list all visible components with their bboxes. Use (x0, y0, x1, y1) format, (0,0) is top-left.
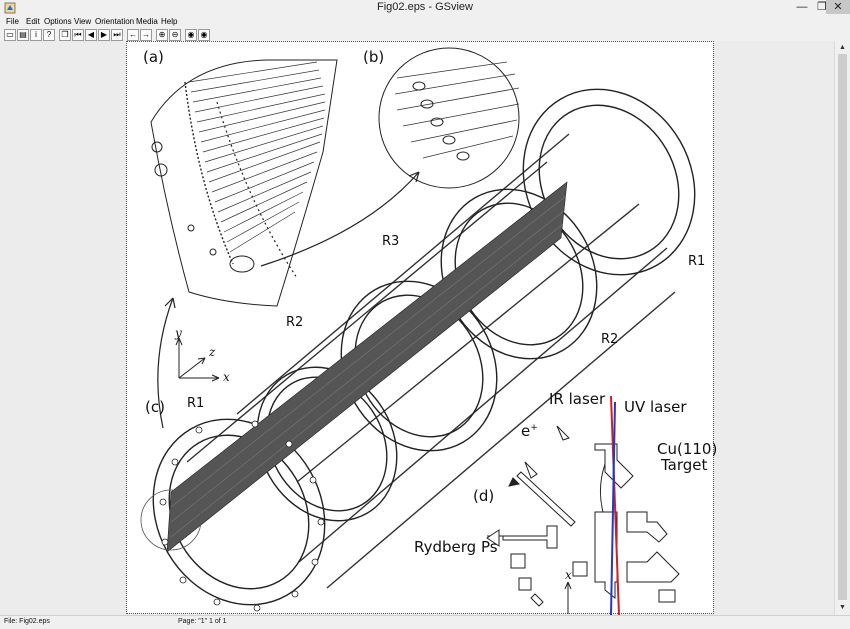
document-viewport[interactable]: (a) (b) (c) (d) R1 R2 R3 R2 R1 y z x IR … (0, 41, 834, 615)
panel-b-label: (b) (363, 48, 385, 66)
zoom-out-icon[interactable]: ⊖ (169, 29, 181, 41)
axis-y-label: y (175, 326, 182, 340)
toolbar: ▭ ▤ i ? ❐ ⏮ ◀ ▶ ⏭ ← → ⊕ ⊖ ◉ ◉ (0, 28, 850, 41)
prev-page-icon[interactable]: ◀ (85, 29, 97, 41)
positron-label: e+ (521, 422, 538, 440)
print-icon[interactable]: ▤ (17, 29, 29, 41)
panel-a-label: (a) (143, 48, 164, 66)
target-label-line1: Cu(110) (657, 440, 718, 458)
menu-help[interactable]: Help (161, 17, 178, 26)
full-screen-icon[interactable]: ◉ (198, 29, 210, 41)
document-page: (a) (b) (c) (d) R1 R2 R3 R2 R1 y z x IR … (126, 41, 718, 615)
ir-laser-label: IR laser (549, 390, 606, 408)
ring-label-r1-right: R1 (688, 254, 706, 269)
menu-orientation[interactable]: Orientation (95, 17, 135, 26)
last-page-icon[interactable]: ⏭ (111, 29, 123, 41)
vertical-scrollbar[interactable]: ▲ ▼ (834, 41, 850, 615)
help-icon[interactable]: ? (43, 29, 55, 41)
zoom-in-icon[interactable]: ⊕ (156, 29, 168, 41)
scroll-down-icon[interactable]: ▼ (839, 604, 846, 611)
forward-icon[interactable]: → (140, 29, 152, 41)
scroll-up-icon[interactable]: ▲ (839, 44, 846, 51)
uv-laser-label: UV laser (624, 398, 687, 416)
panel-c-label: (c) (145, 398, 165, 416)
window-title: Fig02.eps - GSview (377, 1, 473, 13)
panel-d-label: (d) (473, 487, 495, 505)
gsview-app-icon[interactable] (4, 2, 16, 14)
ring-label-r1-left: R1 (187, 396, 205, 411)
menu-view[interactable]: View (74, 17, 92, 26)
scroll-thumb[interactable] (838, 54, 847, 600)
ring-label-r3: R3 (382, 234, 400, 249)
figure-drawing (140, 47, 696, 615)
rydberg-ps-label: Rydberg Ps (414, 538, 498, 556)
menu-file[interactable]: File (6, 17, 19, 26)
close-button[interactable]: ✕ (826, 0, 850, 14)
status-page: Page: "1" 1 of 1 (178, 618, 227, 625)
back-icon[interactable]: ← (127, 29, 139, 41)
minimize-button[interactable]: — (796, 1, 808, 13)
menu-options[interactable]: Options (44, 17, 72, 26)
chamber-x-axis-label: x (565, 568, 572, 582)
title-bar: Fig02.eps - GSview — ❐ ✕ (0, 0, 850, 16)
next-page-icon[interactable]: ▶ (98, 29, 110, 41)
menu-edit[interactable]: Edit (26, 17, 40, 26)
menu-bar: File Edit Options View Orientation Media… (0, 16, 850, 28)
axis-x-label: x (223, 370, 230, 384)
first-page-icon[interactable]: ⏮ (72, 29, 84, 41)
copy-icon[interactable]: ❐ (59, 29, 71, 41)
open-icon[interactable]: ▭ (4, 29, 16, 41)
ring-label-r2-left: R2 (286, 315, 304, 330)
info-icon[interactable]: i (30, 29, 42, 41)
ir-laser-beam (610, 395, 620, 615)
target-label-line2: Target (661, 456, 708, 474)
maximize-button[interactable]: ❐ (817, 1, 827, 13)
ring-label-r2-right: R2 (601, 332, 619, 347)
status-bar: File: Fig02.eps Page: "1" 1 of 1 (0, 615, 850, 629)
status-file: File: Fig02.eps (4, 618, 50, 625)
uv-laser-beam (610, 401, 616, 615)
view-icon[interactable]: ◉ (185, 29, 197, 41)
menu-media[interactable]: Media (136, 17, 158, 26)
axis-z-label: z (209, 345, 216, 359)
